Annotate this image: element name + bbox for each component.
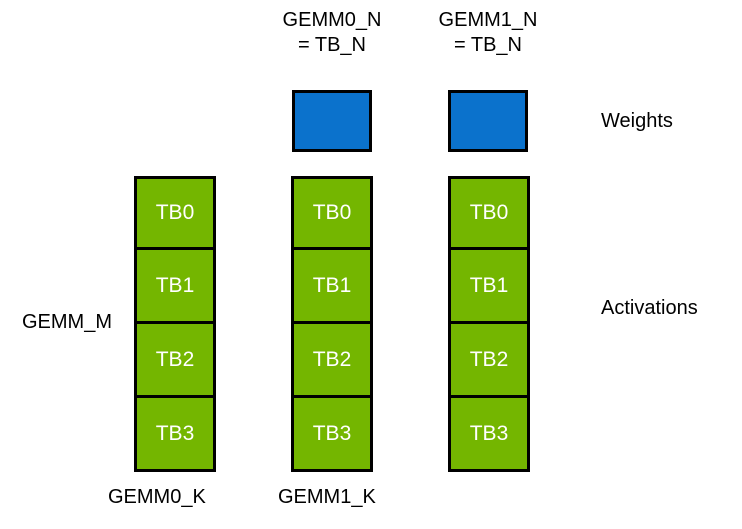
tb-block: TB3 (448, 398, 530, 472)
tb-block: TB0 (448, 176, 530, 250)
tb-block: TB1 (134, 250, 216, 324)
tb-block: TB0 (291, 176, 373, 250)
tb-block: TB2 (448, 324, 530, 398)
tb-block: TB1 (291, 250, 373, 324)
label-weights: Weights (601, 110, 673, 132)
label-gemm0-k: GEMM0_K (108, 486, 206, 508)
weight-box-gemm0 (292, 90, 372, 152)
activation-column-1: TB0 TB1 TB2 TB3 (291, 176, 373, 472)
weight-box-gemm1 (448, 90, 528, 152)
label-gemm-m: GEMM_M (22, 311, 112, 333)
label-gemm1-k: GEMM1_K (278, 486, 376, 508)
tb-block: TB2 (291, 324, 373, 398)
tb-block: TB0 (134, 176, 216, 250)
tb-block: TB3 (134, 398, 216, 472)
label-gemm1-n: GEMM1_N = TB_N (438, 9, 538, 56)
tb-block: TB1 (448, 250, 530, 324)
label-activations: Activations (601, 297, 698, 319)
tb-block: TB2 (134, 324, 216, 398)
activation-column-2: TB0 TB1 TB2 TB3 (448, 176, 530, 472)
label-gemm0-n: GEMM0_N = TB_N (282, 9, 382, 56)
tb-block: TB3 (291, 398, 373, 472)
activation-column-0: TB0 TB1 TB2 TB3 (134, 176, 216, 472)
